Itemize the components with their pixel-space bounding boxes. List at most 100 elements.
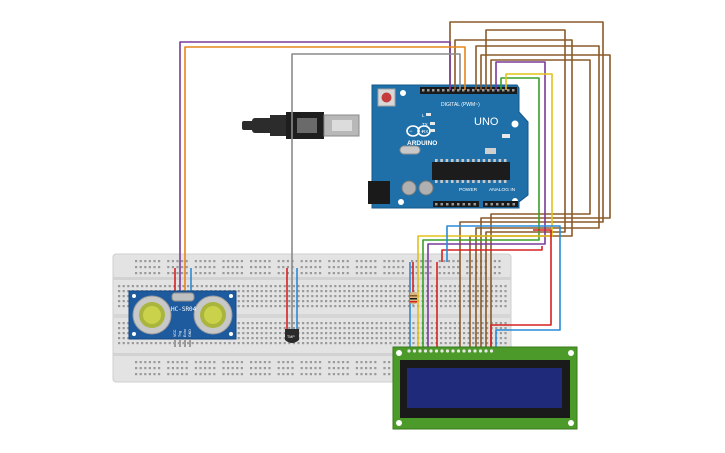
- breadboard-hole: [371, 285, 374, 288]
- breadboard-hole: [306, 342, 309, 345]
- breadboard-hole: [384, 327, 387, 330]
- breadboard-hole: [380, 290, 383, 293]
- breadboard-hole: [309, 373, 312, 376]
- breadboard-hole: [374, 266, 377, 269]
- breadboard-hole: [319, 367, 322, 370]
- breadboard-hole: [319, 373, 322, 376]
- chip-pin: [456, 159, 459, 162]
- breadboard-hole: [429, 266, 432, 269]
- chip-pin: [482, 180, 486, 183]
- breadboard-hole: [504, 290, 507, 293]
- breadboard-hole: [411, 260, 414, 263]
- breadboard-hole: [274, 337, 277, 340]
- breadboard-hole: [311, 342, 314, 345]
- breadboard-hole: [118, 322, 121, 325]
- breadboard-hole: [227, 361, 230, 364]
- breadboard-hole: [412, 337, 415, 340]
- breadboard-hole: [256, 322, 259, 325]
- breadboard-hole: [472, 337, 475, 340]
- breadboard-hole: [282, 367, 285, 370]
- breadboard-hole: [499, 337, 502, 340]
- breadboard-hole: [131, 342, 134, 345]
- breadboard-hole: [463, 322, 466, 325]
- breadboard-hole: [246, 337, 249, 340]
- breadboard-hole: [389, 305, 392, 308]
- breadboard-hole: [194, 373, 197, 376]
- breadboard-hole: [311, 295, 314, 298]
- breadboard-hole: [334, 285, 337, 288]
- breadboard-hole: [315, 327, 318, 330]
- breadboard-hole: [154, 342, 157, 345]
- breadboard-hole: [282, 373, 285, 376]
- breadboard-hole: [185, 367, 188, 370]
- breadboard-hole: [260, 300, 263, 303]
- breadboard-hole: [357, 285, 360, 288]
- breadboard-hole: [231, 272, 234, 275]
- breadboard-hole: [443, 272, 446, 275]
- breadboard-hole: [286, 373, 289, 376]
- breadboard-hole: [403, 342, 406, 345]
- breadboard-hole: [495, 290, 498, 293]
- breadboard-hole: [397, 272, 400, 275]
- breadboard-hole: [259, 266, 262, 269]
- breadboard-hole: [470, 260, 473, 263]
- breadboard-hole: [260, 342, 263, 345]
- breadboard-hole: [305, 266, 308, 269]
- lcd-pin: [478, 349, 483, 353]
- breadboard-hole: [127, 342, 130, 345]
- breadboard-hole: [472, 300, 475, 303]
- breadboard-hole: [384, 285, 387, 288]
- breadboard-hole: [182, 342, 185, 345]
- breadboard-hole: [279, 337, 282, 340]
- breadboard-hole: [283, 337, 286, 340]
- breadboard-hole: [118, 295, 121, 298]
- breadboard-hole: [279, 342, 282, 345]
- breadboard-hole: [394, 342, 397, 345]
- led-l-label: L: [422, 113, 425, 118]
- breadboard-hole: [300, 373, 303, 376]
- breadboard-hole: [127, 337, 130, 340]
- breadboard-hole: [365, 373, 368, 376]
- breadboard-hole: [122, 295, 125, 298]
- breadboard-hole: [486, 332, 489, 335]
- breadboard-hole: [250, 260, 253, 263]
- breadboard-hole: [256, 332, 259, 335]
- breadboard-hole: [279, 285, 282, 288]
- breadboard-hole: [259, 373, 262, 376]
- breadboard-hole: [397, 266, 400, 269]
- breadboard-hole: [251, 300, 254, 303]
- breadboard-hole: [306, 305, 309, 308]
- breadboard-hole: [309, 361, 312, 364]
- breadboard-hole: [305, 373, 308, 376]
- breadboard-hole: [403, 305, 406, 308]
- breadboard-hole: [254, 272, 257, 275]
- breadboard-hole: [306, 332, 309, 335]
- chip-pin: [472, 159, 475, 162]
- breadboard-hole: [204, 266, 207, 269]
- breadboard-hole: [384, 290, 387, 293]
- breadboard-hole: [145, 342, 148, 345]
- breadboard-hole: [237, 337, 240, 340]
- breadboard-hole: [407, 290, 410, 293]
- header-pin: [447, 89, 450, 92]
- breadboard-hole: [329, 285, 332, 288]
- breadboard-hole: [263, 266, 266, 269]
- breadboard-hole: [314, 272, 317, 275]
- breadboard-hole: [181, 361, 184, 364]
- breadboard-hole: [319, 272, 322, 275]
- breadboard-hole: [495, 285, 498, 288]
- breadboard-hole: [493, 266, 496, 269]
- breadboard-hole: [251, 295, 254, 298]
- header-pin: [497, 89, 500, 92]
- breadboard-hole: [222, 272, 225, 275]
- breadboard-hole: [269, 337, 272, 340]
- breadboard-hole: [334, 332, 337, 335]
- breadboard-hole: [231, 373, 234, 376]
- header-pin: [462, 89, 465, 92]
- breadboard-hole: [148, 272, 151, 275]
- lcd-pin: [423, 349, 428, 353]
- breadboard-hole: [481, 305, 484, 308]
- breadboard-hole: [498, 266, 501, 269]
- breadboard-hole: [297, 327, 300, 330]
- breadboard-hole: [329, 337, 332, 340]
